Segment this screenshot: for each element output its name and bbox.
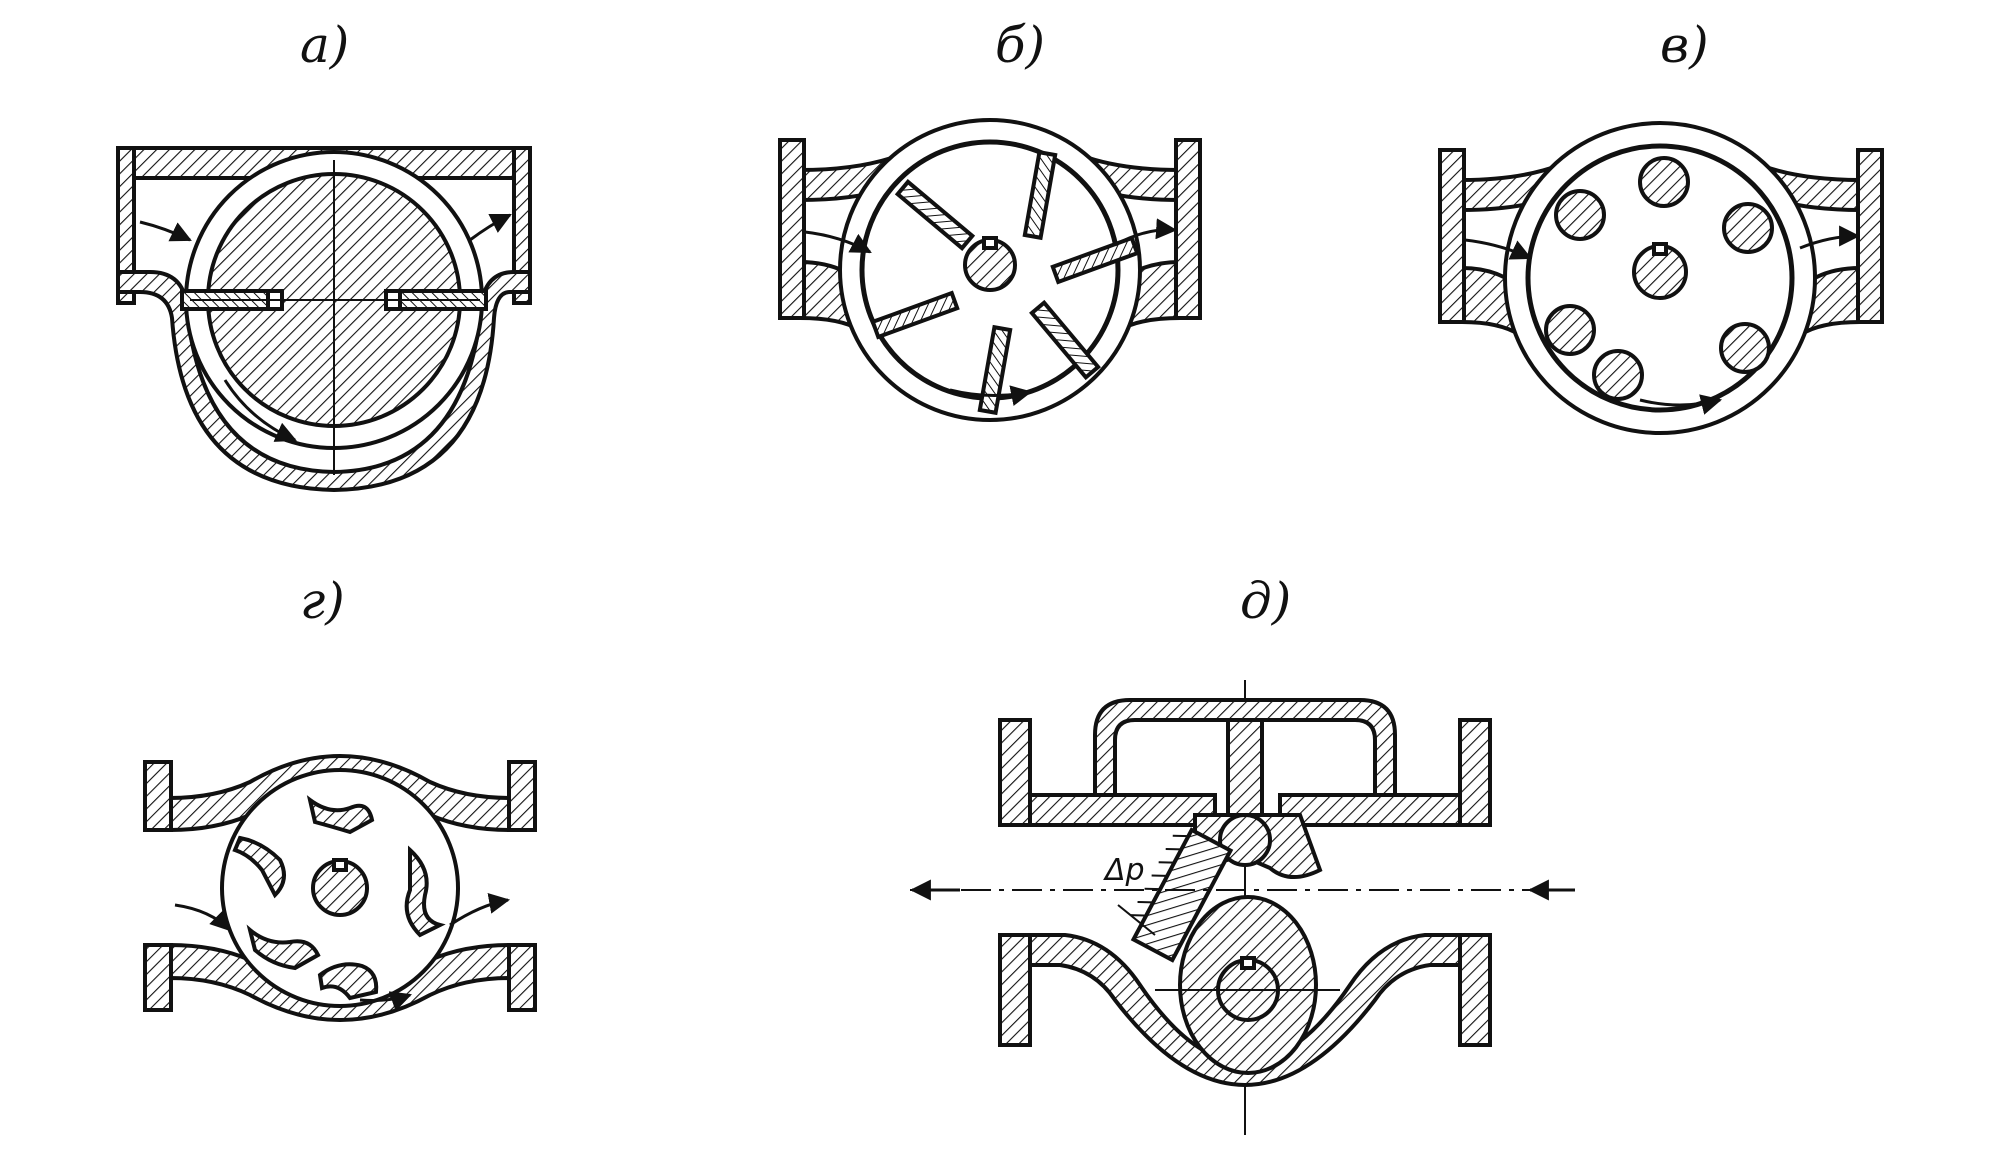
- roller: [1638, 156, 1690, 208]
- outlet-flow-arrow: [469, 213, 512, 242]
- hub-key: [1240, 956, 1256, 970]
- vanes: [870, 149, 1140, 416]
- casing-lower-wall: [116, 270, 532, 493]
- panel-label-b: б): [995, 16, 1045, 74]
- flap-pivot: [1218, 813, 1272, 867]
- panel-label-a: а): [300, 16, 349, 74]
- inlet-flow-arrow: [804, 230, 872, 254]
- hub-key: [332, 858, 348, 872]
- outlet-flow-arrow: [1799, 225, 1861, 250]
- panel-v: в): [1438, 16, 1884, 435]
- panel-label-d: д): [1240, 572, 1291, 630]
- roller: [1554, 189, 1606, 241]
- outlet-flange-top: [998, 718, 1032, 827]
- panel-d: д) Δp: [909, 572, 1575, 1135]
- hinged-blade: [306, 795, 375, 835]
- panel-label-v: в): [1660, 16, 1709, 74]
- roller: [1592, 349, 1644, 401]
- inlet-flow-arrow: [139, 220, 192, 242]
- spring-flap: [1130, 827, 1234, 963]
- hub-key: [1652, 242, 1668, 256]
- pressure-drop-label: Δp: [1103, 853, 1145, 888]
- outlet-flange-bottom: [998, 933, 1032, 1047]
- inlet-flange-top: [1458, 718, 1492, 827]
- hinged-blade: [404, 845, 446, 938]
- vane: [894, 179, 976, 251]
- outlet-flange-bottom: [507, 943, 537, 1012]
- inlet-flange: [1438, 148, 1466, 324]
- roller: [1544, 304, 1596, 356]
- vane: [1022, 149, 1058, 241]
- inlet-flange: [116, 146, 136, 305]
- center-rib: [1226, 718, 1264, 817]
- inlet-flange-bottom: [1458, 933, 1492, 1047]
- panel-g: г): [143, 572, 537, 1022]
- rollers: [1544, 156, 1774, 401]
- hinged-blade: [317, 962, 379, 1001]
- inlet-flange-bottom: [143, 943, 173, 1012]
- outlet-flow-arrow: [1114, 218, 1178, 247]
- outlet-flange: [1174, 138, 1202, 320]
- inlet-flange-top: [143, 760, 173, 832]
- stator-inner-wall: [1525, 143, 1795, 413]
- hinged-blade: [232, 835, 286, 899]
- chamber-flow-arrow: [949, 385, 1033, 406]
- inlet-flow-arrow: [1464, 238, 1532, 260]
- roller: [1722, 202, 1774, 254]
- vane: [1029, 299, 1101, 381]
- panel-b: б): [778, 16, 1202, 422]
- vane: [1050, 235, 1140, 285]
- outlet-flange-top: [507, 760, 537, 832]
- inlet-flow-arrow: [174, 903, 232, 932]
- panel-a: а): [116, 16, 532, 493]
- outlet-flow-arrow: [449, 892, 511, 927]
- chamber-flow-arrow: [359, 991, 412, 1012]
- inlet-flange: [778, 138, 806, 320]
- vane: [977, 324, 1013, 416]
- flap-pressure-ticks: [1130, 834, 1189, 917]
- outlet-flange: [1856, 148, 1884, 324]
- flap-guide-line: [1117, 904, 1156, 936]
- roller: [1719, 322, 1771, 374]
- chamber-flow-arrow: [1639, 394, 1723, 415]
- chamber-flow-arrow: [223, 379, 297, 442]
- upper-body-wall: [998, 793, 1217, 827]
- vane: [870, 290, 960, 340]
- panel-label-g: г): [300, 572, 345, 630]
- hinged-blade: [246, 924, 321, 971]
- hub-key: [982, 236, 998, 250]
- flap-body: [1130, 827, 1234, 963]
- casing-lower-wall: [1028, 933, 1462, 1087]
- outlet-flange: [512, 146, 532, 305]
- hinged-blades: [232, 795, 446, 1001]
